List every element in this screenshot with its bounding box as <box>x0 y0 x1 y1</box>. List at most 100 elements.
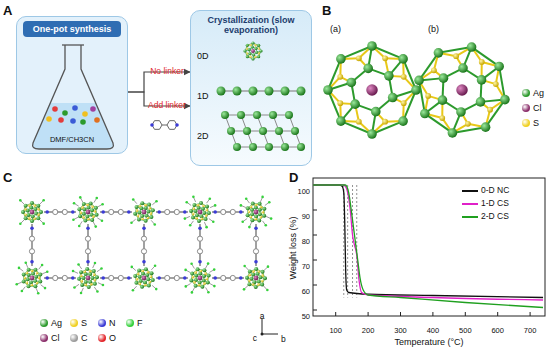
silver-atom <box>204 217 208 221</box>
label-holder: a <box>260 305 265 323</box>
silver-atom <box>257 44 260 47</box>
dimension-label: 1D <box>197 91 209 101</box>
fluorine-atom <box>266 289 269 292</box>
label-holder: (a) <box>330 18 341 36</box>
precursor-dot <box>82 111 88 117</box>
subpanel-label: (b) <box>428 24 439 34</box>
silver-atom <box>147 203 151 207</box>
guide-line <box>352 185 353 298</box>
sulfur-atom <box>26 272 28 274</box>
legend-text: O <box>109 333 116 343</box>
silver-atom <box>189 278 193 282</box>
sulfur-atom <box>257 283 259 285</box>
silver-atom <box>146 277 150 281</box>
pyridine-ring <box>53 209 58 214</box>
legend-entry: S <box>70 318 87 328</box>
fluorine-atom <box>73 286 76 289</box>
sulfur-atom <box>198 284 200 286</box>
silver-atom <box>246 213 250 217</box>
silver-atom <box>250 218 254 222</box>
sulfur-atom <box>258 52 260 54</box>
legend-entry: Ag <box>522 88 544 98</box>
chloride-atom <box>254 210 259 215</box>
fluorine-atom <box>191 291 194 294</box>
pyridine-ring <box>165 209 170 214</box>
fluorine-atom <box>261 196 264 199</box>
silver-atom <box>145 273 149 277</box>
sheet-cluster <box>291 127 299 135</box>
sulfur-atom <box>493 81 499 87</box>
label-holder: b <box>281 328 286 346</box>
legend-entry: 1-D CS <box>462 199 509 209</box>
sulfur-atom <box>93 279 95 281</box>
fluorine-atom <box>268 201 271 204</box>
sulfur-atom <box>85 283 87 285</box>
silver-atom <box>144 219 148 223</box>
sulfur-atom <box>487 107 493 113</box>
nitrogen-atom <box>127 276 131 280</box>
fluorine-atom <box>207 262 210 265</box>
sulfur-atom <box>37 208 39 210</box>
sulfur-atom <box>149 207 151 209</box>
precursor-dot <box>70 118 76 124</box>
linker <box>253 224 258 266</box>
silver-atom <box>88 272 92 276</box>
sulfur-atom <box>144 284 146 286</box>
pyridine-ring <box>141 249 146 254</box>
chloride-atom <box>142 276 147 281</box>
silver-atom <box>83 219 87 223</box>
silver-atom <box>205 204 209 208</box>
label-holder: 200 <box>362 319 375 337</box>
precursor-dot <box>58 117 64 123</box>
chloride-atom <box>30 276 35 281</box>
line-sample <box>462 190 478 192</box>
sheet-cluster <box>237 111 245 119</box>
silver-atom <box>90 208 94 212</box>
sulfur-atom <box>250 206 252 208</box>
ligand-shell <box>15 261 48 294</box>
pyridine-ring <box>230 209 235 214</box>
nitrogen-atom <box>254 226 258 230</box>
tick-label: 70 <box>302 262 310 271</box>
fluorine-atom <box>95 197 98 200</box>
silver-atom <box>363 64 373 74</box>
silver-cluster <box>189 267 210 288</box>
sulfur-atom <box>250 56 252 58</box>
label-holder: 70 <box>302 255 310 273</box>
silver-atom <box>27 213 31 217</box>
silver-atom <box>420 109 430 119</box>
nitrogen-atom <box>150 123 154 127</box>
nitrogen-atom <box>86 226 90 230</box>
nitrogen-atom <box>175 123 179 127</box>
sulfur-atom <box>382 119 388 125</box>
chain-cluster <box>297 87 306 96</box>
sulfur-atom <box>147 271 149 273</box>
silver-atom <box>438 95 448 105</box>
tick-label: 50 <box>302 312 310 321</box>
silver-atom <box>414 76 424 86</box>
label-holder: DMF/CH3CN <box>50 128 94 146</box>
panel-letter: C <box>3 170 12 185</box>
silver-atom <box>254 267 258 271</box>
flask-illustration <box>17 17 129 155</box>
label-holder: 400 <box>427 319 440 337</box>
label-holder: 90 <box>302 205 310 223</box>
silver-atom <box>79 270 83 274</box>
fluorine-atom <box>41 264 44 267</box>
silver-atom <box>388 93 398 103</box>
silver-atom <box>34 275 38 279</box>
silver-atom <box>207 274 211 278</box>
sulfur-atom <box>92 215 94 217</box>
linker <box>44 209 76 214</box>
tick-mark <box>313 210 317 211</box>
panel-letter: A <box>3 3 12 18</box>
linker <box>29 224 34 266</box>
tick-label: 80 <box>302 237 310 246</box>
sulfur-atom <box>31 284 33 286</box>
label-holder: 700 <box>524 319 537 337</box>
chloride-atom <box>30 210 35 215</box>
sulfur-atom <box>200 270 202 272</box>
silver-atom <box>30 219 34 223</box>
fluorine-atom <box>154 264 157 267</box>
